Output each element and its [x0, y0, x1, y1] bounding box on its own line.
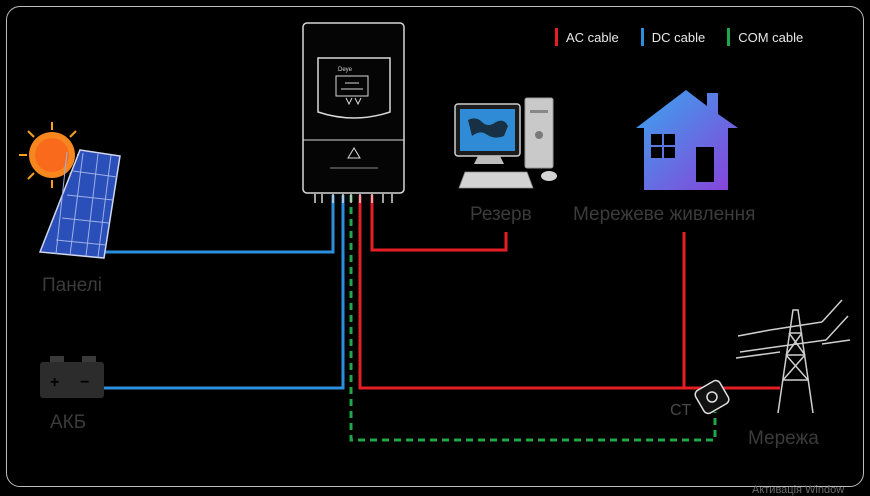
legend-item-com: COM cable [727, 28, 803, 46]
label-household: Мережеве живлення [573, 204, 756, 225]
ac-cable-grid [358, 195, 780, 390]
label-grid: Мережа [748, 428, 819, 449]
ct-clamp-icon [694, 379, 730, 415]
battery-plus: + [50, 374, 59, 391]
legend-label-ac: AC cable [566, 29, 619, 45]
diagram-frame [6, 6, 864, 487]
label-backup: Резерв [470, 204, 532, 225]
activation-watermark: Активація Window [752, 484, 845, 496]
dc-cable-battery [100, 195, 345, 390]
battery-minus: − [80, 374, 89, 391]
solar-panel-icon [38, 149, 121, 259]
label-ct: CT [670, 402, 692, 419]
computer-icon [454, 97, 557, 189]
dc-cable-panels [100, 195, 335, 254]
legend: AC cable DC cable COM cable [555, 28, 803, 46]
legend-swatch-dc [640, 28, 644, 46]
battery-icon [40, 356, 104, 398]
legend-swatch-ac [555, 28, 558, 46]
legend-item-dc: DC cable [640, 28, 706, 46]
ac-cable-backup [370, 195, 508, 252]
legend-label-dc: DC cable [651, 29, 706, 45]
label-panels: Панелі [42, 275, 102, 296]
inverter-icon [302, 22, 405, 203]
pylon-icon [735, 299, 851, 414]
label-battery: АКБ [50, 412, 87, 433]
dc-cables [100, 195, 345, 390]
house-icon [636, 90, 738, 190]
legend-swatch-com [727, 28, 731, 46]
inverter-brand: Deye [338, 67, 353, 73]
ac-cables [358, 195, 780, 390]
com-cable [349, 195, 717, 442]
legend-label-com: COM cable [738, 29, 804, 45]
legend-item-ac: AC cable [555, 28, 619, 46]
